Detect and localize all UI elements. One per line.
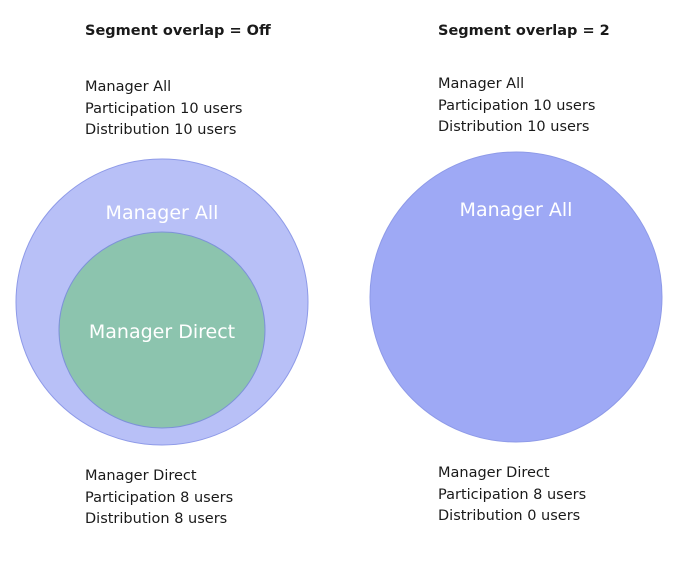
left-inner-label: Manager Direct <box>89 321 235 343</box>
right-bottom-line: Participation 8 users <box>438 486 587 503</box>
left-outer-label: Manager All <box>106 202 219 224</box>
left-top-block: Manager All Participation 10 users Distr… <box>85 77 242 142</box>
right-circle-manager-all <box>369 151 663 443</box>
right-bottom-line: Distribution 0 users <box>438 508 581 524</box>
right-title: Segment overlap = 2 <box>438 23 610 39</box>
left-top-line: Manager All <box>85 79 172 95</box>
left-bottom-block: Manager Direct Participation 8 users Dis… <box>85 466 233 531</box>
left-inner-circle-manager-direct <box>58 231 266 429</box>
right-circle-label: Manager All <box>460 199 573 221</box>
right-bottom-block: Manager Direct Participation 8 users Dis… <box>438 463 586 528</box>
left-top-line: Participation 10 users <box>85 100 243 117</box>
right-top-line: Participation 10 users <box>438 97 596 114</box>
left-bottom-line: Manager Direct <box>85 468 197 484</box>
right-bottom-line: Manager Direct <box>438 465 550 481</box>
left-bottom-line: Distribution 8 users <box>85 511 228 527</box>
right-top-block: Manager All Participation 10 users Distr… <box>438 74 595 139</box>
left-bottom-line: Participation 8 users <box>85 489 234 506</box>
left-title: Segment overlap = Off <box>85 23 271 39</box>
left-top-line: Distribution 10 users <box>85 122 237 138</box>
right-top-line: Manager All <box>438 76 525 92</box>
right-top-line: Distribution 10 users <box>438 119 590 135</box>
